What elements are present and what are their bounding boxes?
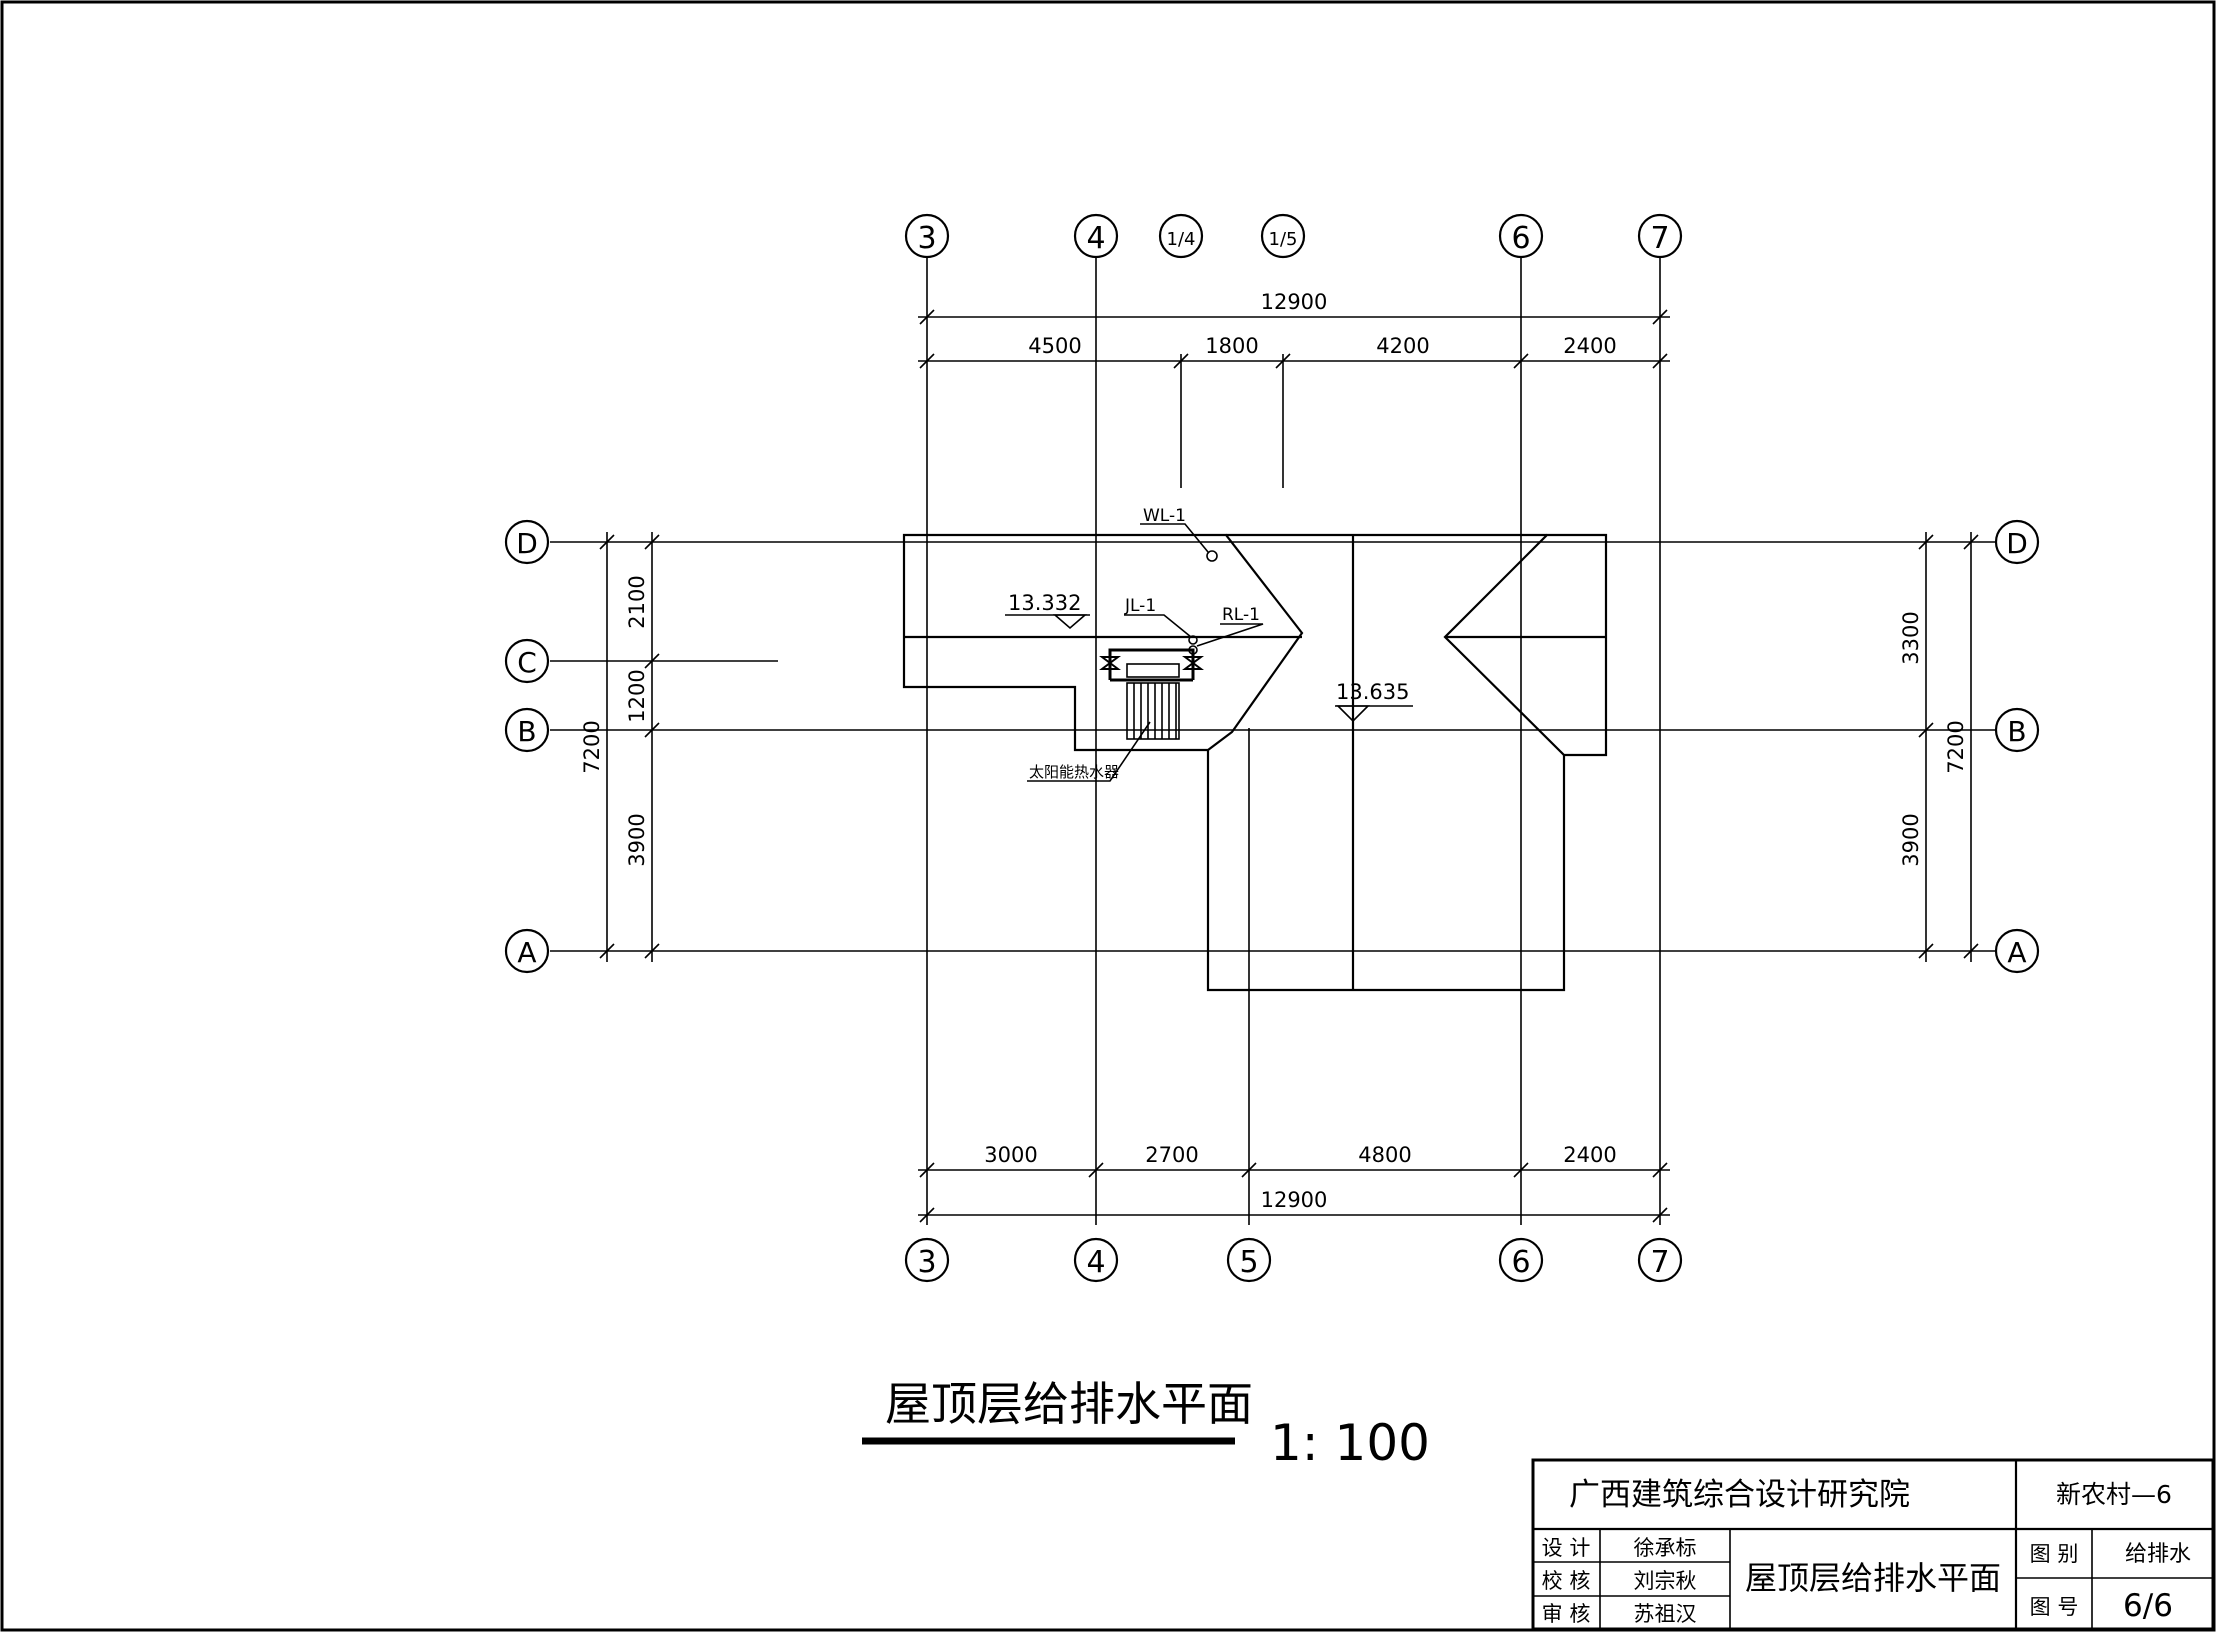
label-rl-1: RL-1 bbox=[1222, 605, 1260, 625]
number-value: 6/6 bbox=[2123, 1588, 2173, 1624]
grid-label-right: D bbox=[2006, 527, 2028, 560]
left-dimensions bbox=[599, 532, 660, 962]
company-name: 广西建筑综合设计研究院 bbox=[1569, 1477, 1910, 1513]
grid-label-bottom: 7 bbox=[1650, 1245, 1669, 1280]
number-label: 图 号 bbox=[2030, 1595, 2079, 1619]
dim-bottom-seg: 3000 bbox=[984, 1143, 1037, 1167]
grid-label-top: 7 bbox=[1650, 221, 1669, 256]
elevation-mark-2 bbox=[1335, 705, 1413, 723]
elevation-1: 13.332 bbox=[1008, 591, 1081, 615]
dim-left-total: 7200 bbox=[580, 720, 604, 773]
grid-label-top: 6 bbox=[1511, 221, 1530, 256]
role-name: 刘宗秋 bbox=[1634, 1569, 1697, 1593]
top-dimensions bbox=[918, 309, 1670, 369]
dim-left-seg: 3900 bbox=[625, 813, 649, 866]
dim-right-total: 7200 bbox=[1944, 720, 1968, 773]
label-solar-heater: 太阳能热水器 bbox=[1029, 763, 1119, 781]
grid-label-top: 1/5 bbox=[1269, 229, 1298, 250]
grid-label-bottom: 6 bbox=[1511, 1245, 1530, 1280]
grid-label-bottom: 3 bbox=[917, 1245, 936, 1280]
bottom-dimensions bbox=[918, 1162, 1670, 1223]
elevation-mark-1 bbox=[1005, 614, 1090, 630]
grid-label-bottom: 5 bbox=[1239, 1245, 1258, 1280]
label-jl-1: JL-1 bbox=[1124, 596, 1156, 616]
dim-bottom-seg: 2400 bbox=[1563, 1143, 1616, 1167]
grid-label-left: D bbox=[516, 527, 538, 560]
dim-bottom-total: 12900 bbox=[1261, 1188, 1328, 1212]
grid-label-left: C bbox=[517, 646, 537, 679]
role-label: 审 核 bbox=[1542, 1602, 1591, 1626]
grid-label-top: 3 bbox=[917, 221, 936, 256]
dim-top-total: 12900 bbox=[1261, 290, 1328, 314]
dim-left-seg: 2100 bbox=[625, 575, 649, 628]
grid-label-right: A bbox=[2007, 936, 2026, 969]
title-block bbox=[1531, 1458, 2215, 1631]
category-label: 图 别 bbox=[2030, 1542, 2079, 1566]
grid-bubbles-right bbox=[1994, 519, 2040, 974]
grid-label-bottom: 4 bbox=[1086, 1245, 1105, 1280]
grid-lines bbox=[550, 258, 1995, 1225]
roof-outline bbox=[902, 533, 1608, 992]
project-name: 新农村—6 bbox=[2056, 1480, 2172, 1509]
dim-right-seg: 3300 bbox=[1899, 611, 1923, 664]
drawing-title: 屋顶层给排水平面 bbox=[885, 1377, 1253, 1431]
grid-bubbles-top bbox=[904, 213, 1683, 259]
dim-bottom-seg: 2700 bbox=[1145, 1143, 1198, 1167]
label-wl-1: WL-1 bbox=[1143, 506, 1186, 526]
category-value: 给排水 bbox=[2125, 1542, 2191, 1567]
grid-label-right: B bbox=[2007, 715, 2026, 748]
grid-bubbles-bottom bbox=[904, 1237, 1683, 1283]
wl-1-pipe bbox=[1140, 523, 1218, 562]
dim-right-seg: 3900 bbox=[1899, 813, 1923, 866]
jl-rl-pipes bbox=[1099, 614, 1264, 682]
elevation-2: 13.635 bbox=[1336, 680, 1409, 704]
role-name: 徐承标 bbox=[1634, 1536, 1697, 1560]
grid-label-left: A bbox=[517, 936, 536, 969]
drawing-name: 屋顶层给排水平面 bbox=[1745, 1559, 2001, 1597]
right-dimensions bbox=[1918, 532, 1979, 962]
dim-bottom-seg: 4800 bbox=[1358, 1143, 1411, 1167]
grid-label-top: 4 bbox=[1086, 221, 1105, 256]
grid-label-top: 1/4 bbox=[1167, 229, 1196, 250]
dim-top-seg: 1800 bbox=[1205, 334, 1258, 358]
drawing-scale: 1: 100 bbox=[1270, 1414, 1430, 1472]
dim-left-seg: 1200 bbox=[625, 669, 649, 722]
solar-heater-icon bbox=[1027, 663, 1180, 782]
grid-bubbles-left bbox=[504, 519, 550, 974]
dim-top-seg: 4500 bbox=[1028, 334, 1081, 358]
role-name: 苏祖汉 bbox=[1634, 1602, 1697, 1626]
role-label: 设 计 bbox=[1542, 1536, 1591, 1560]
dim-top-seg: 4200 bbox=[1376, 334, 1429, 358]
role-label: 校 核 bbox=[1542, 1569, 1591, 1593]
grid-label-left: B bbox=[517, 715, 536, 748]
dim-top-seg: 2400 bbox=[1563, 334, 1616, 358]
